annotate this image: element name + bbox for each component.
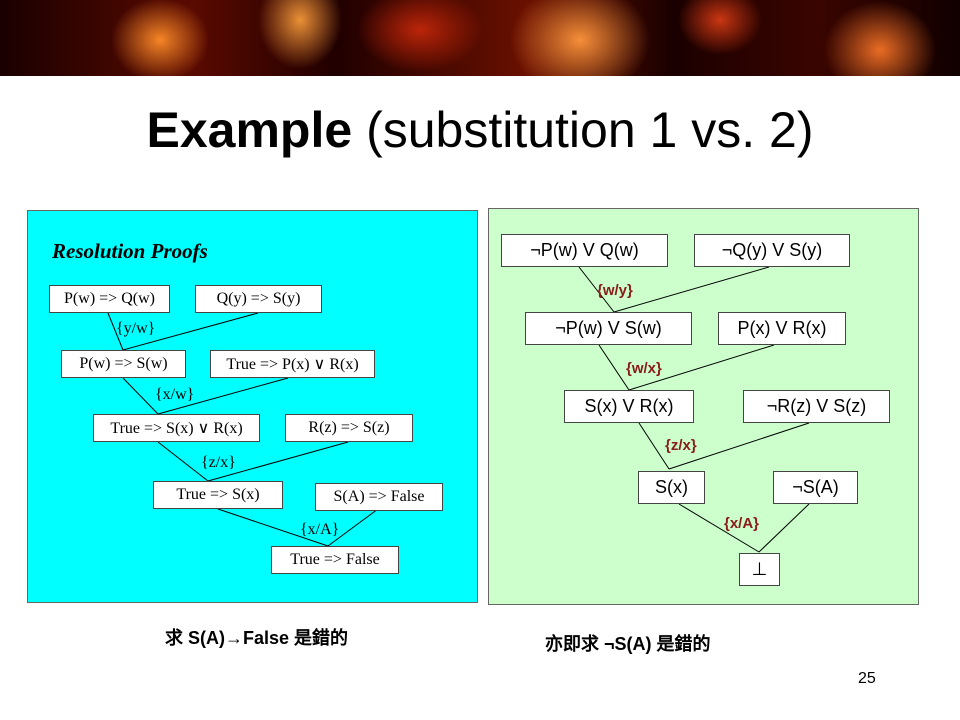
title-rest: (substitution 1 vs. 2) xyxy=(366,102,814,158)
caption-left: 求 S(A)→False 是錯的 xyxy=(165,624,348,650)
right-clause-6: ¬R(z) V S(z) xyxy=(743,390,890,423)
left-clause-2: Q(y) => S(y) xyxy=(195,285,322,313)
right-substitution-3: {z/x} xyxy=(665,437,697,454)
right-proof-lines xyxy=(578,266,810,553)
caption-left-prefix: 求 S(A) xyxy=(165,628,225,648)
left-substitution-2: {x/w} xyxy=(155,386,195,403)
left-clause-9: True => False xyxy=(271,546,399,574)
left-clause-7: True => S(x) xyxy=(153,481,283,509)
left-clause-1: P(w) => Q(w) xyxy=(49,285,170,313)
left-substitution-1: {y/w} xyxy=(116,320,156,337)
right-clause-bottom: ⊥ xyxy=(739,553,780,586)
right-substitution-4: {x/A} xyxy=(724,515,760,532)
slide-title: Example (substitution 1 vs. 2) xyxy=(0,100,960,160)
left-clause-8: S(A) => False xyxy=(315,483,443,511)
right-substitution-1: {w/y} xyxy=(597,282,633,299)
left-clause-4: True => P(x) ∨ R(x) xyxy=(210,350,375,378)
page-number: 25 xyxy=(858,670,876,687)
right-clause-8: ¬S(A) xyxy=(773,471,858,504)
title-bold: Example xyxy=(146,102,353,158)
left-clause-6: R(z) => S(z) xyxy=(285,414,413,442)
right-clause-2: ¬Q(y) V S(y) xyxy=(694,234,850,267)
resolution-refutation-panel: ¬P(w) V Q(w) ¬Q(y) V S(y) {w/y} ¬P(w) V … xyxy=(488,208,919,605)
left-proof-lines xyxy=(107,312,379,547)
resolution-proofs-heading: Resolution Proofs xyxy=(52,239,208,263)
fire-banner-image xyxy=(0,0,960,76)
right-clause-3: ¬P(w) V S(w) xyxy=(525,312,692,345)
right-clause-1: ¬P(w) V Q(w) xyxy=(501,234,668,267)
caption-right: 亦即求 ¬S(A) 是錯的 xyxy=(545,634,711,654)
left-clause-3: P(w) => S(w) xyxy=(61,350,186,378)
left-substitution-4: {x/A} xyxy=(300,521,340,538)
right-substitution-2: {w/x} xyxy=(626,360,662,377)
left-substitution-3: {z/x} xyxy=(201,454,236,471)
right-clause-7: S(x) xyxy=(638,471,705,504)
caption-left-suffix: False 是錯的 xyxy=(243,628,349,648)
resolution-proof-panel: Resolution Proofs P(w) => Q(w) Q(y) => S… xyxy=(27,210,478,603)
right-clause-5: S(x) V R(x) xyxy=(564,390,694,423)
right-clause-4: P(x) V R(x) xyxy=(718,312,846,345)
right-arrow-icon: → xyxy=(225,628,243,648)
left-clause-5: True => S(x) ∨ R(x) xyxy=(93,414,260,442)
